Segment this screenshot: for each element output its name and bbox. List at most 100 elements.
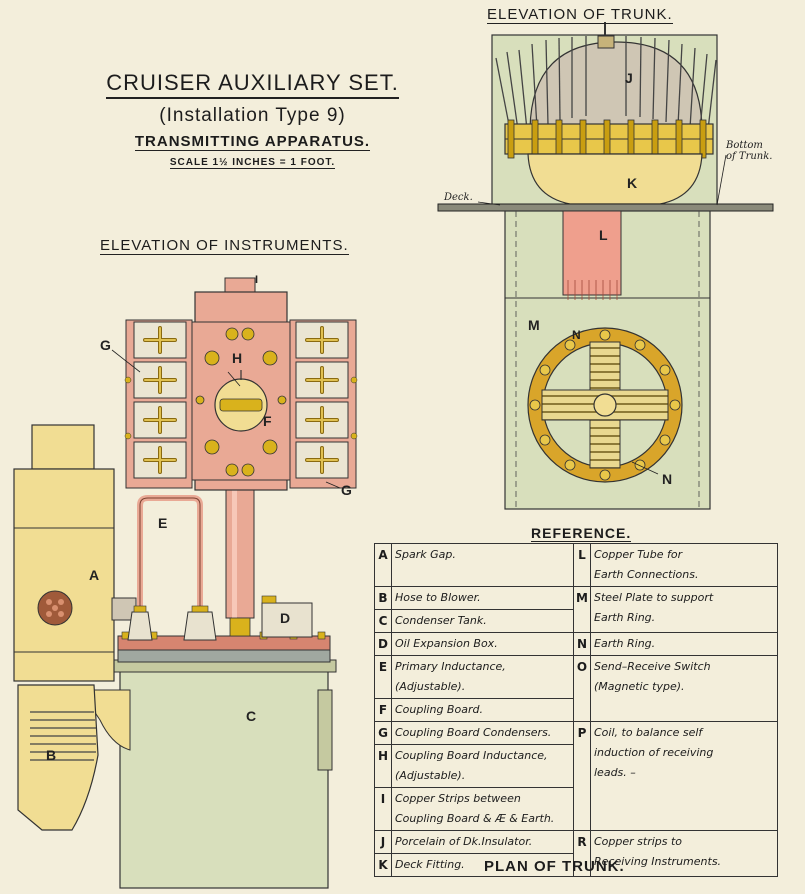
reference-key: L: [573, 543, 591, 587]
label-L: L: [599, 227, 608, 243]
reference-key: G: [374, 721, 392, 745]
reference-key: N: [573, 632, 591, 656]
label-N1: N: [572, 328, 581, 342]
reference-description: Condenser Tank.: [391, 609, 574, 633]
reference-description: Hose to Blower.: [391, 586, 574, 610]
deck-note: Deck.: [444, 192, 473, 203]
reference-key: M: [573, 586, 591, 633]
instruments-heading: ELEVATION OF INSTRUMENTS.: [100, 237, 349, 255]
reference-line: Coupling Board & Æ & Earth.: [395, 812, 555, 825]
copper-strip: [225, 477, 255, 619]
reference-description: Send–Receive Switch (Magnetic type).: [590, 655, 778, 722]
main-title: CRUISER AUXILIARY SET.: [106, 70, 399, 99]
reference-key: E: [374, 655, 392, 699]
reference-description: Coupling Board.: [391, 698, 574, 722]
reference-line: Condenser Tank.: [395, 614, 487, 627]
reference-line: (Magnetic type).: [594, 680, 685, 693]
reference-key: A: [374, 543, 392, 587]
label-C: C: [246, 708, 257, 724]
reference-key: H: [374, 744, 392, 788]
spark-gap: [13, 468, 115, 682]
title-block: CRUISER AUXILIARY SET. (Installation Typ…: [80, 70, 425, 170]
reference-key: O: [573, 655, 591, 722]
label-I: I: [255, 274, 259, 286]
reference-description: Deck Fitting.: [391, 853, 574, 877]
reference-key: C: [374, 609, 392, 633]
reference-line: Send–Receive Switch: [594, 660, 711, 673]
trunk-heading: ELEVATION OF TRUNK.: [487, 6, 673, 24]
reference-key: B: [374, 586, 392, 610]
label-B: B: [46, 747, 57, 763]
reference-line: Copper Tube for: [594, 548, 683, 561]
trunk-elevation: [437, 22, 774, 510]
reference-line: Spark Gap.: [395, 548, 456, 561]
label-K: K: [627, 175, 638, 191]
reference-description: Porcelain of Dk.Insulator.: [391, 830, 574, 854]
reference-description: Oil Expansion Box.: [391, 632, 574, 656]
porcelain-dome: [529, 41, 703, 133]
reference-description: Coupling Board Condensers.: [391, 721, 574, 745]
condensers-right: [289, 319, 358, 489]
label-A: A: [89, 567, 100, 583]
label-H: H: [232, 350, 243, 366]
label-D: D: [280, 610, 291, 626]
apparatus-title: TRANSMITTING APPARATUS.: [134, 133, 371, 151]
label-N2: N: [662, 471, 673, 487]
reference-key: P: [573, 721, 591, 831]
label-G1: G: [100, 337, 111, 353]
earth-ring: [527, 327, 683, 483]
label-G2: G: [341, 482, 352, 498]
reference-line: Coupling Board Condensers.: [395, 726, 552, 739]
reference-line: Primary Inductance,: [395, 660, 506, 673]
reference-line: Oil Expansion Box.: [395, 637, 498, 650]
reference-description: Coupling Board Inductance,(Adjustable).: [391, 744, 574, 788]
spikes: [495, 36, 717, 131]
copper-tube: [562, 210, 622, 296]
reference-description: Copper strips to Receiving Instruments.: [590, 830, 778, 877]
label-F: F: [263, 413, 272, 429]
label-E: E: [158, 515, 168, 531]
primary-inductance: [137, 495, 203, 610]
reference-line: (Adjustable).: [395, 769, 466, 782]
reference-line: Copper strips to: [594, 835, 683, 848]
reference-line: Hose to Blower.: [395, 591, 481, 604]
plan-heading: PLAN OF TRUNK.: [484, 858, 625, 875]
reference-description: Earth Ring.: [590, 632, 778, 656]
reference-key: K: [374, 853, 392, 877]
reference-line: Receiving Instruments.: [594, 855, 722, 868]
bottom-of-trunk-note: Bottom of Trunk.: [726, 140, 773, 162]
deck-fitting: [527, 153, 703, 205]
label-J: J: [625, 70, 633, 86]
reference-line: Porcelain of Dk.Insulator.: [395, 835, 533, 848]
reference-line: Earth Ring.: [594, 611, 656, 624]
instruments-elevation: [13, 277, 358, 889]
reference-heading: REFERENCE.: [531, 525, 632, 542]
reference-line: Steel Plate to support: [594, 591, 714, 604]
blower-hose: [17, 684, 99, 831]
reference-line: Earth Ring.: [594, 637, 656, 650]
reference-key: J: [374, 830, 392, 854]
reference-line: Copper Strips between: [395, 792, 521, 805]
reference-line: leads. –: [594, 766, 636, 779]
reference-line: induction of receiving: [594, 746, 714, 759]
reference-description: Primary Inductance,(Adjustable).: [391, 655, 574, 699]
label-M: M: [528, 317, 540, 333]
subtitle: (Installation Type 9): [159, 105, 346, 126]
reference-key: F: [374, 698, 392, 722]
reference-line: Deck Fitting.: [395, 858, 465, 871]
reference-key: D: [374, 632, 392, 656]
